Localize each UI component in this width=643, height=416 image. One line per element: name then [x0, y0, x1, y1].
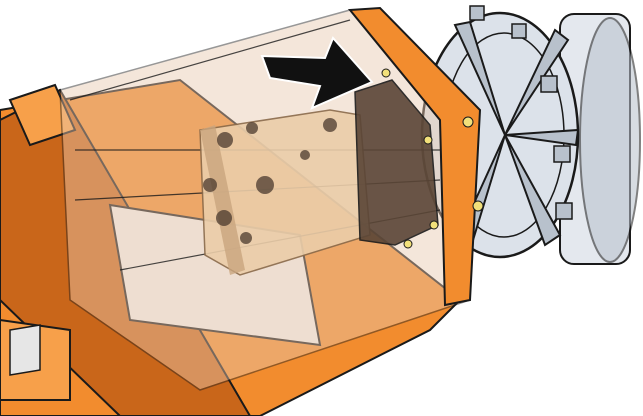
- port-icon: [246, 122, 258, 134]
- bolt-icon: [540, 75, 558, 93]
- fan-bolts: [469, 5, 573, 220]
- frame-rear-post: [8, 83, 77, 147]
- end-plate-face: [347, 6, 482, 307]
- bolt-icon: [469, 5, 485, 21]
- direction-arrow-icon: [260, 36, 374, 110]
- bolt-icon: [511, 23, 527, 39]
- port-icon: [217, 132, 233, 148]
- port-icon: [256, 176, 274, 194]
- port-icon: [203, 178, 217, 192]
- port-icon: [323, 118, 337, 132]
- flange-bolt-icon: [429, 220, 439, 230]
- pump-block: [199, 109, 371, 276]
- pump-ports: [203, 118, 337, 244]
- motor-unit: [559, 13, 641, 265]
- port-icon: [240, 232, 252, 244]
- bolt-icon: [555, 202, 573, 220]
- bolt-icon: [553, 145, 571, 163]
- flange-bolt-icon: [381, 68, 391, 78]
- fan-spokes: [453, 20, 580, 252]
- end-plate-bolt-icon: [472, 200, 484, 212]
- port-icon: [216, 210, 232, 226]
- motor-end-cap: [579, 17, 641, 263]
- end-plate: [347, 6, 484, 307]
- end-plate-bolt-icon: [462, 116, 474, 128]
- flange-bolt-icon: [403, 239, 413, 249]
- flange-bolt-icon: [423, 135, 433, 145]
- frame-left-pad: [9, 324, 41, 376]
- port-icon: [300, 150, 310, 160]
- pump-flange: [354, 68, 439, 249]
- fan-coupling: [420, 5, 580, 259]
- pump-side: [200, 125, 245, 275]
